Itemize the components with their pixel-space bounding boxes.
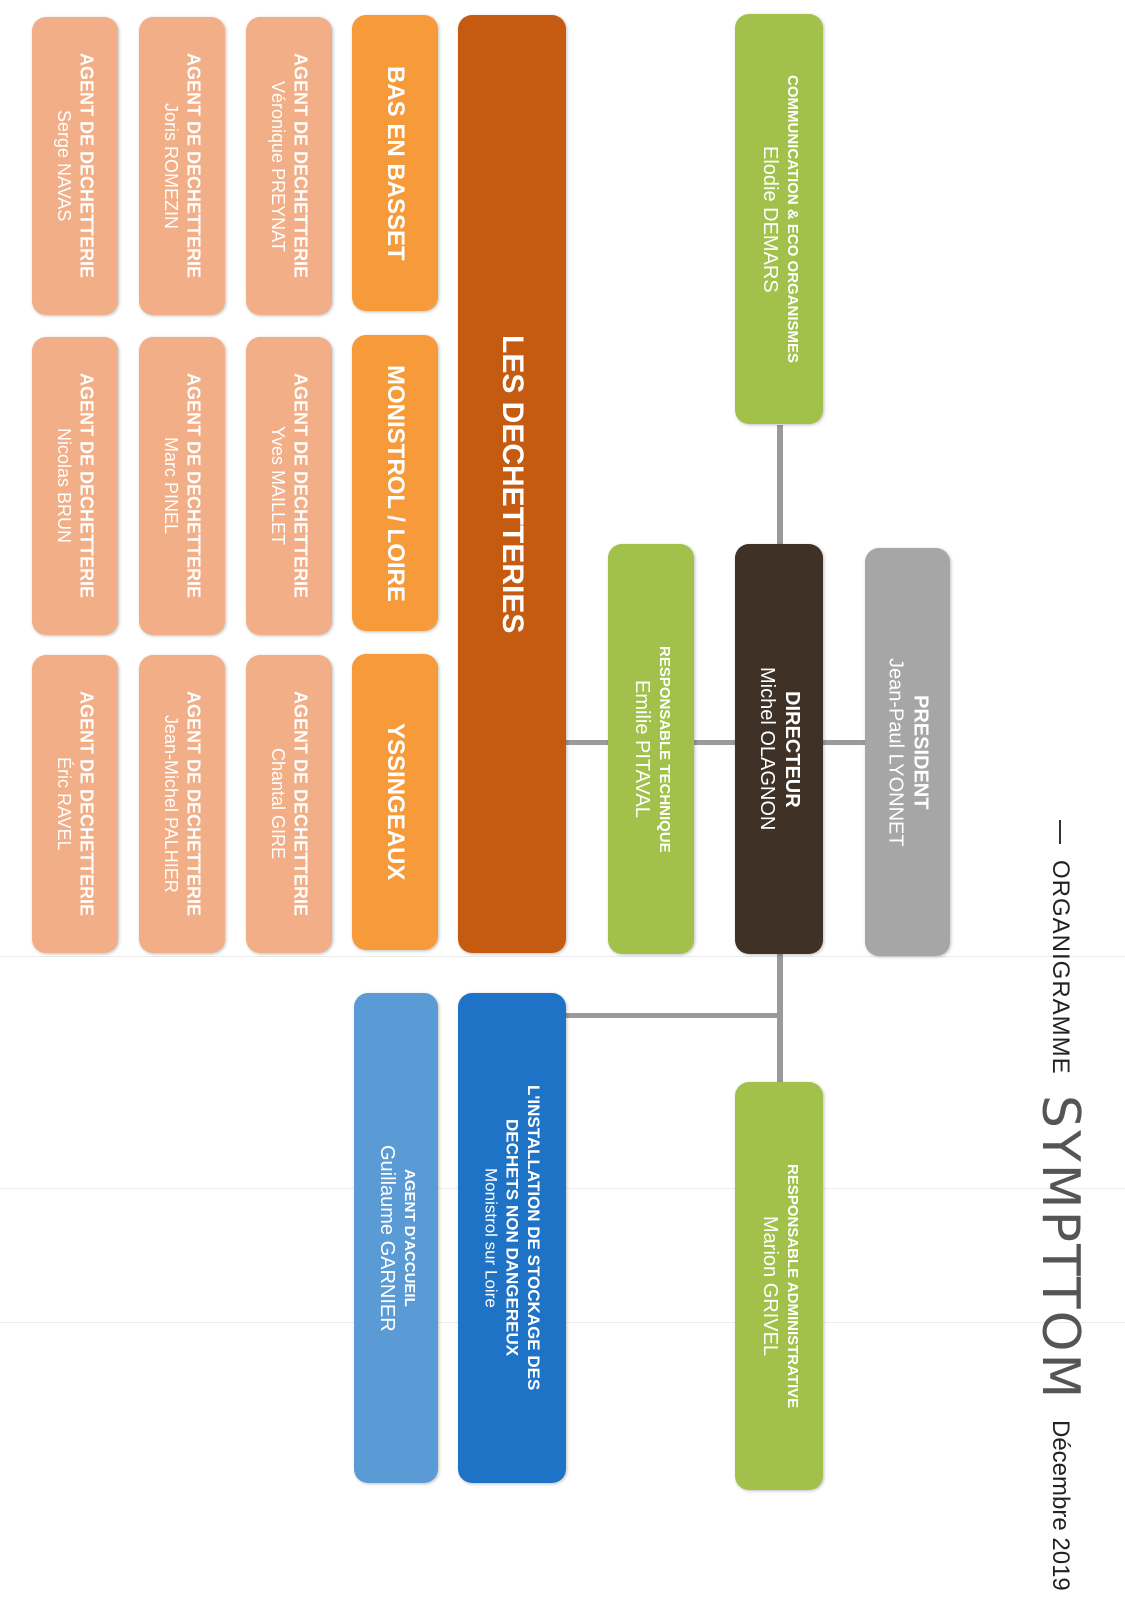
resp-admin-role: RESPONSABLE ADMINISTRATIVE	[783, 1163, 801, 1409]
agent-role: AGENT DE DECHETTERIE	[183, 53, 204, 279]
agent-role: AGENT DE DECHETTERIE	[290, 53, 311, 279]
agent-name: Jean-Michel PALHIER	[161, 715, 181, 893]
site-bas-en-basset: BAS EN BASSET	[352, 15, 438, 311]
communication-role: COMMUNICATION & ECO ORGANISMES	[783, 74, 801, 364]
communication-box: COMMUNICATION & ECO ORGANISMES Elodie DE…	[735, 14, 823, 424]
agent-name: Marc PINEL	[161, 437, 181, 535]
site-monistrol-loire: MONISTROL / LOIRE	[352, 335, 438, 631]
connector-line	[777, 950, 783, 1085]
agent-accueil-box: AGENT D'ACCUEIL Guillaume GARNIER	[354, 993, 438, 1483]
agent-role: AGENT DE DECHETTERIE	[183, 373, 204, 599]
president-name: Jean-Paul LYONNET	[884, 657, 907, 847]
agent-box: AGENT DE DECHETTERIE Chantal GIRE	[246, 655, 332, 953]
agent-name: Chantal GIRE	[268, 748, 288, 860]
isdnd-location: Monistrol sur Loire	[481, 1168, 501, 1308]
decheteries-box: LES DECHETTERIES	[458, 15, 566, 953]
president-box: PRESIDENT Jean-Paul LYONNET	[865, 548, 950, 956]
resp-technique-role: RESPONSABLE TECHNIQUE	[655, 645, 673, 853]
background-gridline	[0, 956, 1125, 957]
header-divider	[1059, 820, 1061, 844]
agent-name: Serge NAVAS	[54, 110, 74, 222]
agent-box: AGENT DE DECHETTERIE Yves MAILLET	[246, 337, 332, 635]
isdnd-title-line2: DECHETS NON DANGEREUX	[502, 1119, 522, 1357]
site-name: BAS EN BASSET	[382, 65, 409, 261]
agent-name: Joris ROMEZIN	[161, 103, 181, 229]
responsable-administrative-box: RESPONSABLE ADMINISTRATIVE Marion GRIVEL	[735, 1082, 823, 1490]
page-title: ORGANIGRAMME	[1047, 860, 1074, 1075]
resp-admin-name: Marion GRIVEL	[759, 1215, 782, 1357]
site-yssingeaux: YSSINGEAUX	[352, 654, 438, 950]
accueil-name: Guillaume GARNIER	[376, 1144, 399, 1332]
agent-name: Éric RAVEL	[54, 757, 74, 851]
agent-box: AGENT DE DECHETTERIE Nicolas BRUN	[32, 337, 118, 635]
agent-role: AGENT DE DECHETTERIE	[76, 373, 97, 599]
agent-name: Yves MAILLET	[268, 426, 288, 546]
isdnd-title-line1: L'INSTALLATION DE STOCKAGE DES	[523, 1085, 543, 1391]
agent-name: Véronique PREYNAT	[268, 80, 288, 252]
agent-box: AGENT DE DECHETTERIE Marc PINEL	[139, 337, 225, 635]
responsable-technique-box: RESPONSABLE TECHNIQUE Emilie PITAVAL	[608, 544, 694, 954]
agent-box: AGENT DE DECHETTERIE Jean-Michel PALHIER	[139, 655, 225, 953]
site-name: YSSINGEAUX	[382, 723, 409, 881]
agent-role: AGENT DE DECHETTERIE	[183, 691, 204, 917]
site-name: MONISTROL / LOIRE	[382, 364, 409, 602]
communication-name: Elodie DEMARS	[759, 145, 782, 293]
header-date: Décembre 2019	[1047, 1420, 1074, 1591]
accueil-role: AGENT D'ACCUEIL	[400, 1169, 418, 1307]
agent-name: Nicolas BRUN	[54, 428, 74, 544]
agent-box: AGENT DE DECHETTERIE Véronique PREYNAT	[246, 17, 332, 315]
connector-line	[565, 1013, 780, 1018]
agent-role: AGENT DE DECHETTERIE	[290, 691, 311, 917]
directeur-name: Michel OLAGNON	[756, 667, 778, 831]
page-header: ORGANIGRAMME SYMPTTOM Décembre 2019	[1030, 820, 1090, 1591]
decheteries-title: LES DECHETTERIES	[495, 334, 529, 634]
agent-role: AGENT DE DECHETTERIE	[290, 373, 311, 599]
symptom-logo: SYMPTTOM	[1030, 1094, 1090, 1401]
directeur-role: DIRECTEUR	[781, 690, 803, 808]
isdnd-box: L'INSTALLATION DE STOCKAGE DES DECHETS N…	[458, 993, 566, 1483]
agent-box: AGENT DE DECHETTERIE Éric RAVEL	[32, 655, 118, 953]
agent-box: AGENT DE DECHETTERIE Serge NAVAS	[32, 17, 118, 315]
directeur-box: DIRECTEUR Michel OLAGNON	[735, 544, 823, 954]
resp-technique-name: Emilie PITAVAL	[631, 680, 654, 818]
agent-role: AGENT DE DECHETTERIE	[76, 691, 97, 917]
president-role: PRESIDENT	[909, 694, 932, 810]
agent-role: AGENT DE DECHETTERIE	[76, 53, 97, 279]
connector-line	[565, 740, 865, 745]
agent-box: AGENT DE DECHETTERIE Joris ROMEZIN	[139, 17, 225, 315]
connector-line	[777, 425, 783, 545]
